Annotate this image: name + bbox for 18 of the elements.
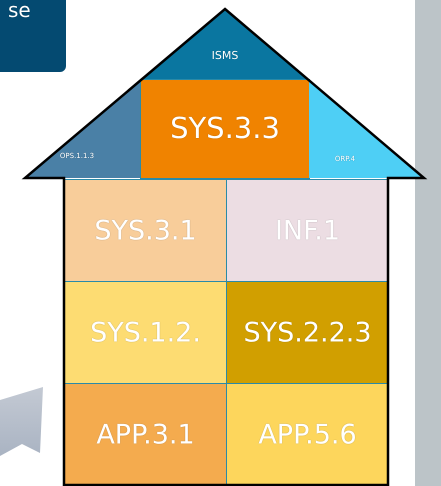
arrow-shape xyxy=(0,387,43,456)
module-label: SYS.3.3 xyxy=(170,111,280,145)
module-block xyxy=(227,282,388,384)
module-block xyxy=(64,282,227,384)
side-bar xyxy=(415,0,441,486)
roof-section xyxy=(141,80,309,178)
module-label: APP.5.6 xyxy=(258,419,357,450)
module-block xyxy=(227,180,388,282)
title-box xyxy=(0,0,66,72)
module-label: ISMS xyxy=(212,49,238,62)
module-label: SYS.3.1 xyxy=(94,216,197,246)
module-label: SYS.1.2. xyxy=(90,318,201,348)
module-block xyxy=(227,384,388,485)
module-block xyxy=(64,180,227,282)
module-label: SYS.2.2.3 xyxy=(243,318,372,348)
module-block xyxy=(64,384,227,485)
heading-text: se xyxy=(8,0,31,22)
module-label: APP.3.1 xyxy=(96,419,195,450)
